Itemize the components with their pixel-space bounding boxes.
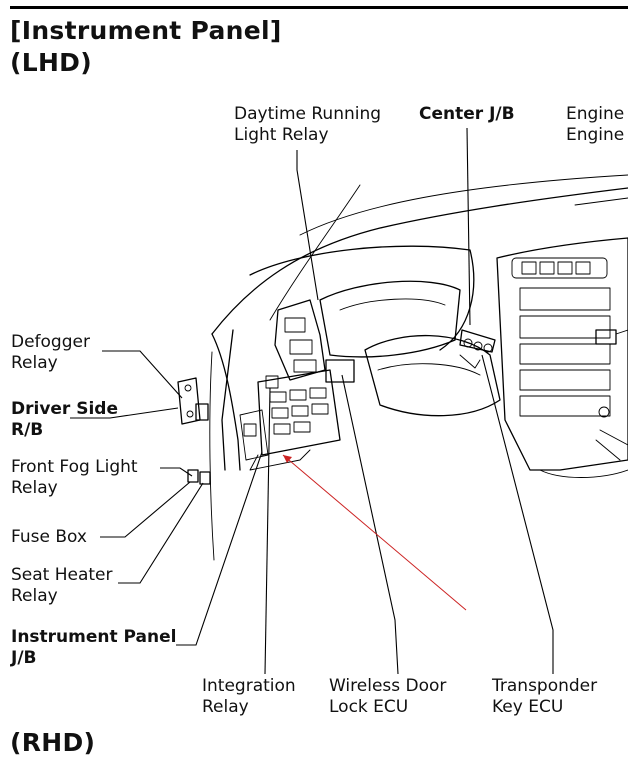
leader-center-jb [466, 127, 471, 326]
console-vent-top [511, 257, 608, 279]
section-heading-rhd: (RHD) [10, 728, 96, 757]
seat-heater-relay-part [199, 471, 211, 485]
label-wireless-line2: Lock ECU [329, 697, 409, 717]
center-jb-part [595, 329, 617, 345]
jb-relay [289, 389, 307, 401]
top-rule [10, 6, 628, 9]
leader-transponder [481, 354, 554, 674]
meter-cluster [319, 280, 461, 358]
rb-bolt [186, 410, 194, 418]
wireless-ecu-part [325, 359, 355, 383]
fuse-box-cover [243, 423, 257, 437]
red-pointer-arrowhead [283, 455, 292, 463]
label-defogger-line2: Relay [11, 353, 58, 373]
center-jb-wire [615, 329, 628, 335]
label-seat-line1: Seat Heater [11, 565, 113, 585]
console-panel [519, 287, 611, 311]
shifter [595, 429, 628, 461]
label-seat-line2: Relay [11, 586, 58, 606]
dash-left-edge [211, 333, 241, 471]
transponder-connector [473, 341, 483, 351]
red-pointer-line [282, 454, 467, 611]
steering-column [364, 334, 501, 417]
label-transponder-line2: Key ECU [492, 697, 564, 717]
leader-driver-side [70, 407, 179, 419]
console-panel [519, 315, 611, 339]
leader-integration [264, 387, 271, 675]
front-fog-light-relay-part [187, 469, 199, 483]
leader-drl [296, 150, 319, 301]
cluster-inner [339, 298, 446, 311]
jb-relay [291, 405, 309, 417]
console-knob [598, 406, 610, 418]
jb-relay [311, 403, 329, 415]
rb-bolt [184, 384, 192, 392]
label-drl-line1: Daytime Running [234, 104, 382, 124]
label-integration-line2: Relay [202, 697, 249, 717]
leader-defogger [102, 350, 183, 399]
jb-relay [271, 407, 289, 419]
dash-pillar [269, 184, 361, 321]
jb-relay [269, 391, 287, 403]
label-ip-jb-line2: J/B [11, 648, 37, 668]
label-driver-side-line1: Driver Side [11, 399, 119, 419]
label-driver-side-line2: R/B [11, 420, 44, 440]
ip-jb-body [257, 369, 341, 456]
relay-block [293, 359, 317, 373]
leader-seat-heater [118, 482, 204, 584]
windshield-line [299, 174, 628, 236]
door-edge [209, 351, 215, 561]
label-transponder-line1: Transponder [492, 676, 598, 696]
defogger-relay-part [195, 403, 209, 421]
jb-relay [309, 387, 327, 399]
leader-ip-jb [176, 451, 263, 646]
leader-wireless [341, 374, 399, 675]
center-console [496, 237, 628, 471]
relay-block [289, 339, 313, 355]
console-panel [519, 395, 611, 417]
label-ip-jb-line1: Instrument Panel [11, 627, 177, 647]
console-button [521, 261, 537, 275]
leader-fog-light [160, 467, 193, 477]
column-cover [377, 363, 481, 376]
jb-relay [293, 421, 311, 433]
section-heading-lhd: (LHD) [10, 48, 92, 77]
meter-hood [249, 245, 475, 351]
dash-left-panel [221, 329, 234, 471]
console-button [575, 261, 591, 275]
console-panel [519, 343, 611, 365]
transponder-connector [483, 343, 493, 353]
console-panel [519, 369, 611, 391]
transponder-part [459, 329, 496, 353]
console-button [539, 261, 555, 275]
ip-jb-lower [249, 449, 311, 471]
dash-top-outline [211, 187, 628, 335]
transponder-connector [463, 338, 473, 348]
leader-fuse-box [100, 481, 191, 538]
console-button [557, 261, 573, 275]
jb-relay [273, 423, 291, 435]
label-defogger-line1: Defogger [11, 332, 90, 352]
label-fog-line1: Front Fog Light [11, 457, 138, 477]
windshield-edge [574, 197, 628, 206]
label-engine-line1: Engine [566, 104, 625, 124]
label-integration-line1: Integration [202, 676, 296, 696]
relay-bracket [274, 299, 326, 381]
label-center-jb: Center J/B [419, 104, 515, 124]
integration-relay-part [265, 375, 279, 389]
label-wireless-line1: Wireless Door [329, 676, 447, 696]
fuse-box-outline [239, 409, 269, 461]
label-engine-line2: Engine [566, 125, 625, 145]
page-title: [Instrument Panel] [10, 16, 282, 45]
label-fuse-box: Fuse Box [11, 527, 87, 547]
transponder-mount [459, 354, 481, 369]
label-fog-line2: Relay [11, 478, 58, 498]
console-lower [539, 469, 628, 478]
label-drl-line2: Light Relay [234, 125, 329, 145]
relay-block [284, 317, 306, 333]
